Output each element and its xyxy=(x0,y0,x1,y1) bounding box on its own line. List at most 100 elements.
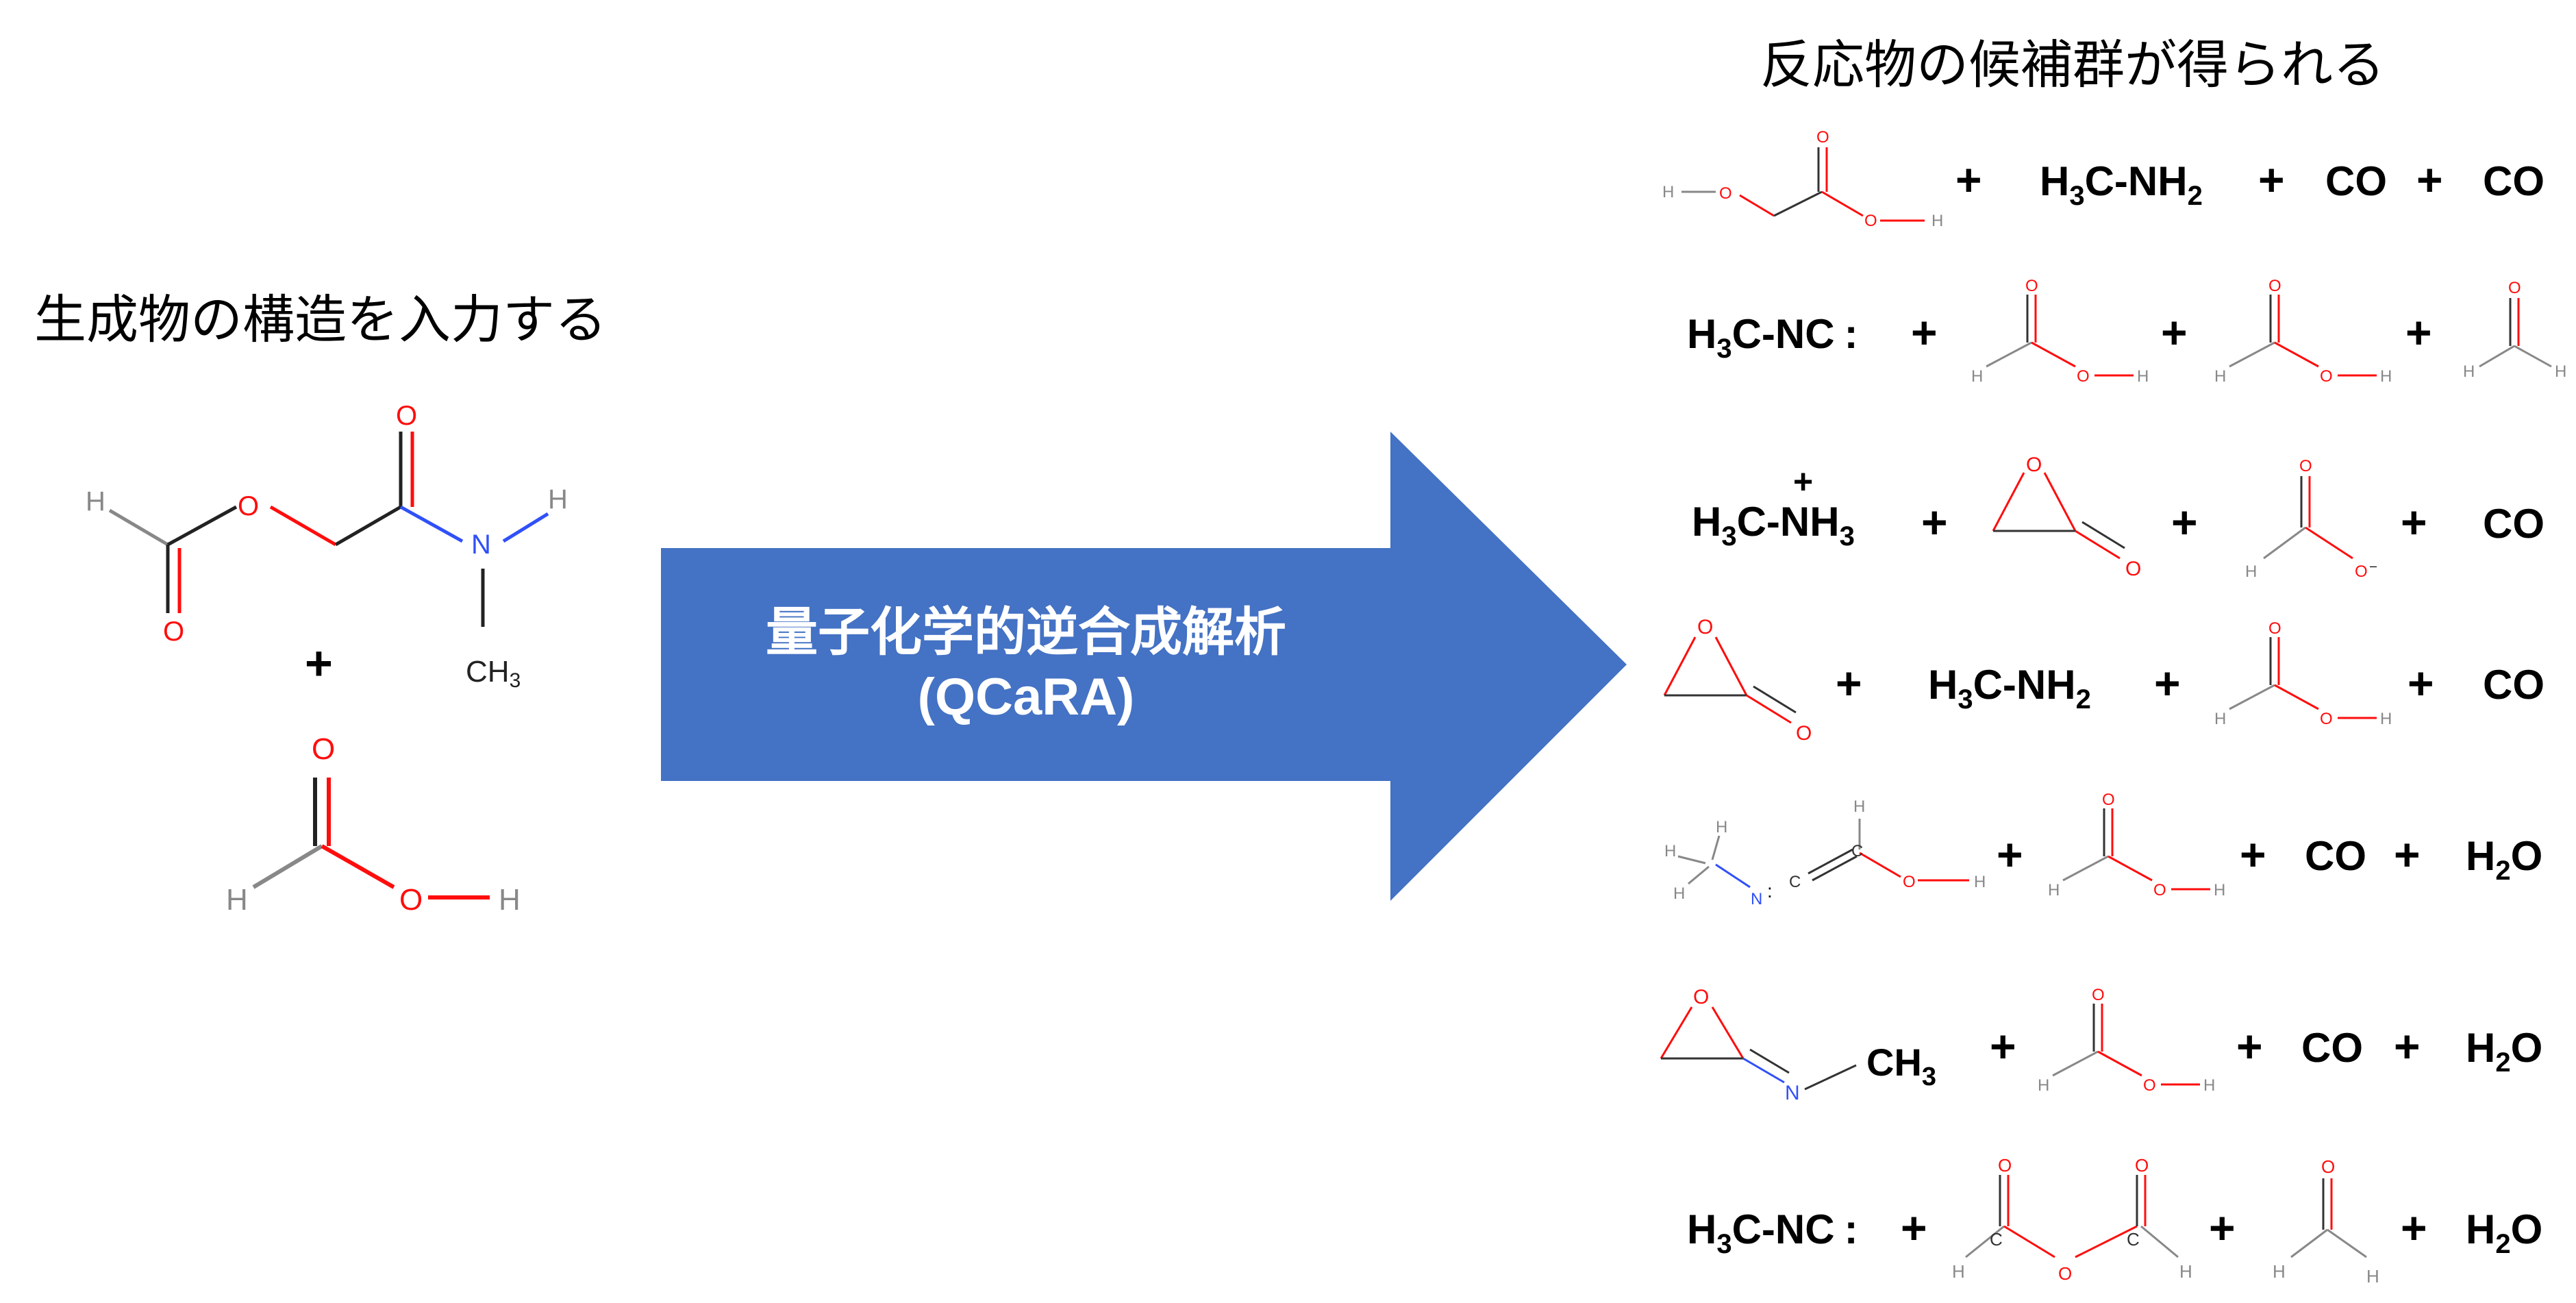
svg-text:O: O xyxy=(1693,986,1709,1008)
methyl-isocyanide-formula: H3C-NC: xyxy=(1687,311,1858,364)
input-heading: 生成物の構造を入力する xyxy=(34,289,607,350)
co-formula: CO xyxy=(2301,1025,2363,1071)
svg-text:H: H xyxy=(2214,710,2226,728)
svg-text:O: O xyxy=(1816,128,1829,147)
plus-charge: + xyxy=(1793,462,1813,501)
svg-text:H: H xyxy=(1673,884,1685,903)
formate-anion xyxy=(2263,476,2353,560)
plus-sign: + xyxy=(2401,1202,2427,1253)
svg-text:N: N xyxy=(1751,890,1762,908)
plus-sign: + xyxy=(2171,497,2198,547)
plus-sign: + xyxy=(2394,829,2421,880)
svg-text:H: H xyxy=(2038,1076,2049,1095)
plus-sign: + xyxy=(2154,658,2181,708)
svg-text:O: O xyxy=(2355,562,2368,581)
formic-anhydride xyxy=(1965,1175,2179,1258)
svg-text:H: H xyxy=(2245,562,2257,581)
svg-text:H: H xyxy=(2048,881,2060,899)
plus-sign: + xyxy=(2240,829,2266,880)
water-formula: H2O xyxy=(2466,833,2542,886)
methyl-isocyanide-formula: H3C-NC: xyxy=(1687,1206,1858,1259)
arrow-label-line2: (QCaRA) xyxy=(917,668,1135,726)
methyl-formula: CH3 xyxy=(1866,1041,1936,1091)
formic-acid xyxy=(2229,637,2377,719)
row-5: H H H N : C H C O H + xyxy=(1664,791,2542,908)
plus-sign: + xyxy=(2394,1021,2421,1071)
atom-h: H xyxy=(86,486,105,517)
svg-text:H: H xyxy=(2366,1266,2379,1287)
formaldehyde xyxy=(2290,1178,2367,1258)
svg-text:O: O xyxy=(2102,791,2115,809)
atom-n: N xyxy=(471,530,491,560)
svg-text:O: O xyxy=(2092,986,2105,1004)
svg-text:O: O xyxy=(1903,873,1916,891)
svg-text:H: H xyxy=(2463,362,2475,381)
svg-text::: : xyxy=(1767,880,1773,902)
water-formula: H2O xyxy=(2466,1025,2542,1078)
formic-acid xyxy=(1986,295,2134,377)
svg-text:H: H xyxy=(1974,873,1986,891)
co-formula: CO xyxy=(2325,158,2387,204)
plus-sign: + xyxy=(1921,497,1948,547)
plus-sign: + xyxy=(1955,154,1982,205)
svg-text:O: O xyxy=(1796,722,1812,745)
svg-text:H: H xyxy=(1952,1261,1965,1282)
svg-text:H: H xyxy=(2273,1261,2286,1282)
row-4: O O + H3C-NH2 + O H O H xyxy=(1663,616,2544,745)
plus-sign: + xyxy=(1911,307,1938,358)
svg-text:C: C xyxy=(1789,873,1801,891)
atom-h: H xyxy=(499,883,521,917)
methylamine-formula: H3C-NH2 xyxy=(2040,158,2203,211)
row-3: + H3C-NH3 + O O + xyxy=(1692,454,2544,581)
plus-sign: + xyxy=(2236,1021,2263,1071)
output-rows: H O O O H + H3C-NH2 + CO + CO H3C-NC: + xyxy=(1660,128,2566,1287)
svg-text:O: O xyxy=(1998,1155,2012,1176)
plus-sign: + xyxy=(2209,1202,2236,1253)
plus-sign: + xyxy=(2258,154,2285,205)
svg-text:H: H xyxy=(2555,362,2566,381)
atom-o: O xyxy=(312,732,335,766)
formic-acid xyxy=(2062,808,2210,891)
row-7: H3C-NC: + O H C O O xyxy=(1687,1155,2542,1287)
svg-text:O: O xyxy=(2268,277,2281,295)
svg-text:O: O xyxy=(2299,457,2312,475)
svg-text:H: H xyxy=(1662,183,1674,201)
svg-text:C: C xyxy=(2127,1229,2140,1250)
output-heading: 反応物の候補群が得られる xyxy=(1760,34,2385,95)
methyl-label: CH3 xyxy=(466,655,521,692)
svg-text:O: O xyxy=(2025,277,2038,295)
plus-sign: + xyxy=(1901,1202,1927,1253)
svg-text:H: H xyxy=(1664,842,1676,860)
svg-text:O: O xyxy=(2135,1155,2149,1176)
svg-text:H: H xyxy=(1716,818,1727,836)
qcara-arrow xyxy=(661,432,1627,901)
svg-text:O: O xyxy=(2026,454,2042,476)
svg-text:H: H xyxy=(1853,797,1865,816)
co-formula: CO xyxy=(2483,158,2544,204)
svg-text:N: N xyxy=(1785,1082,1800,1104)
co-formula: CO xyxy=(2483,501,2544,547)
svg-text:O: O xyxy=(1864,212,1877,230)
atom-o: O xyxy=(396,401,417,431)
svg-text:H: H xyxy=(1971,367,1983,386)
formic-acid xyxy=(2229,295,2377,377)
svg-text:C: C xyxy=(1851,842,1863,860)
input-product-labels: H O O O N H CH3 xyxy=(86,401,568,692)
plus-sign: + xyxy=(1836,658,1862,708)
atom-h: H xyxy=(548,484,568,514)
svg-text:H: H xyxy=(1931,212,1943,230)
plus-sign: + xyxy=(2161,307,2188,358)
plus-sign: + xyxy=(2408,658,2434,708)
input-product-molecule xyxy=(108,432,549,627)
input-plus: + xyxy=(305,636,333,690)
svg-text:H: H xyxy=(2380,367,2392,386)
atom-h: H xyxy=(226,883,248,917)
svg-text:O: O xyxy=(2153,881,2166,899)
svg-text:O: O xyxy=(2268,619,2281,638)
methylammonium-formula: H3C-NH3 xyxy=(1692,499,1855,551)
svg-text:O: O xyxy=(2321,1156,2335,1177)
svg-text:C: C xyxy=(1990,1229,2003,1250)
co-formula: CO xyxy=(2483,662,2544,708)
